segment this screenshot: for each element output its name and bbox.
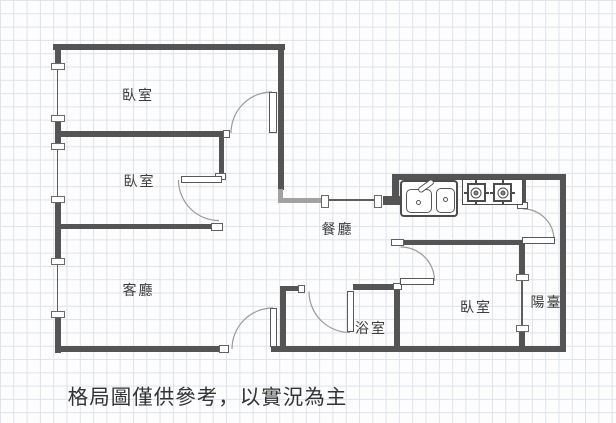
door-jamb xyxy=(392,282,402,290)
door-leaf-bedroom3 xyxy=(400,278,434,285)
wall-bathroom-left xyxy=(280,287,286,347)
wall-light-horizontal xyxy=(283,197,322,203)
window-glass-line xyxy=(56,265,59,311)
window-glass-line xyxy=(521,281,523,325)
window-end-tick xyxy=(51,114,65,122)
room-label-bedroom3: 臥室 xyxy=(460,298,492,315)
wall-bedroom3-top xyxy=(402,239,524,245)
window-glass-line xyxy=(56,70,59,115)
door-jamb xyxy=(218,345,229,353)
wall-kitchen-junction xyxy=(383,196,400,205)
wall-bedroom2-right xyxy=(218,135,224,174)
wall-left-segment xyxy=(55,314,61,353)
door-jamb xyxy=(222,130,230,138)
wall-bedroom1-right xyxy=(278,44,284,190)
wall-bottom-left xyxy=(55,346,229,352)
window-end-tick xyxy=(51,310,65,318)
door-jamb xyxy=(391,239,404,246)
wall-bathroom-top-right xyxy=(352,284,393,290)
wall-light-vertical xyxy=(278,189,283,203)
window-glass-line xyxy=(56,149,59,196)
sink-basin xyxy=(436,187,455,213)
wall-kitchen-top xyxy=(392,173,566,180)
wall-bottom-right xyxy=(271,346,566,352)
wall-balcony-lower xyxy=(519,329,525,348)
wall-balcony-upper xyxy=(519,243,525,276)
room-label-bathroom: 浴室 xyxy=(355,319,387,336)
wall-right xyxy=(559,173,566,352)
wall-bedroom2-bottom xyxy=(58,223,212,229)
wall-bedroom-divider xyxy=(58,131,224,137)
door-leaf-bedroom2 xyxy=(181,176,222,183)
room-label-living: 客廳 xyxy=(122,282,155,298)
room-label-bedroom1: 臥室 xyxy=(122,87,154,103)
window-end-tick xyxy=(515,324,529,332)
wall-left-segment xyxy=(55,199,61,261)
window-end-tick xyxy=(51,63,65,70)
wall-left-segment xyxy=(55,118,61,148)
room-label-dining: 餐廳 xyxy=(321,221,354,237)
window-end-tick xyxy=(51,258,65,265)
window-end-tick xyxy=(320,194,329,208)
door-leaf-entrance xyxy=(269,308,277,347)
sink-drain xyxy=(416,199,421,205)
door-jamb xyxy=(211,223,223,231)
wall-top xyxy=(53,44,285,50)
window-end-tick xyxy=(51,142,65,150)
wall-kitchen-left xyxy=(392,173,399,201)
door-jamb xyxy=(297,285,305,293)
door-leaf-bedroom1 xyxy=(268,91,277,133)
sink-drain xyxy=(443,196,448,202)
stove-burner-icon xyxy=(463,180,489,205)
stove-burner-icon xyxy=(490,180,515,205)
disclaimer-text: 格局圖僅供參考，以實況為主 xyxy=(67,385,348,409)
wall-bathroom-top-left xyxy=(280,285,304,291)
wall-left-segment xyxy=(55,44,61,69)
window-end-tick xyxy=(373,194,382,208)
kitchen-sink xyxy=(400,177,458,217)
door-leaf-balcony xyxy=(522,237,555,244)
wall-bathroom-right xyxy=(394,288,400,347)
door-leaf-bathroom xyxy=(346,290,354,332)
window-end-tick xyxy=(51,195,65,203)
window-glass-line xyxy=(328,199,374,201)
window-end-tick xyxy=(515,274,529,281)
room-label-bedroom2: 臥室 xyxy=(123,173,156,189)
room-label-balcony: 陽臺 xyxy=(530,293,563,310)
